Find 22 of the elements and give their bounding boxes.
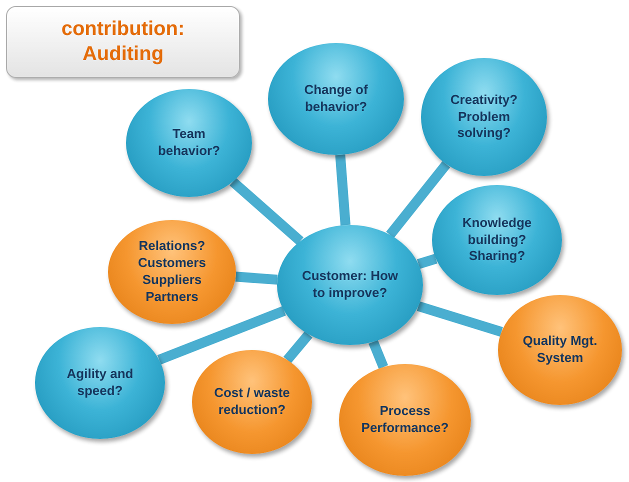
connector-line bbox=[416, 254, 438, 269]
node-label: Agility and speed? bbox=[66, 366, 134, 400]
ellipse-node bbox=[498, 295, 622, 405]
node-label: Relations? Customers Suppliers Partners bbox=[137, 238, 207, 306]
connector-line bbox=[230, 178, 304, 245]
node-label: Customer: How to improve? bbox=[300, 268, 400, 302]
connector-line bbox=[157, 306, 286, 364]
connector-line bbox=[416, 301, 503, 337]
node-label: Cost / waste reduction? bbox=[213, 385, 291, 419]
connector-line bbox=[283, 331, 312, 364]
ellipse-node bbox=[35, 327, 165, 439]
node-label: Process Performance? bbox=[360, 403, 450, 437]
title: contribution: Auditing bbox=[60, 17, 186, 67]
node-label: Creativity? Problem solving? bbox=[449, 92, 519, 142]
connector-line bbox=[368, 340, 388, 369]
ellipse-node bbox=[192, 350, 312, 454]
node-label: Quality Mgt. System bbox=[522, 333, 598, 367]
connector-line bbox=[335, 154, 350, 226]
connector-line bbox=[386, 161, 450, 238]
node-label: Knowledge building? Sharing? bbox=[461, 214, 533, 266]
node-label: Team behavior? bbox=[156, 126, 222, 160]
node-label: Change of behavior? bbox=[303, 82, 369, 116]
